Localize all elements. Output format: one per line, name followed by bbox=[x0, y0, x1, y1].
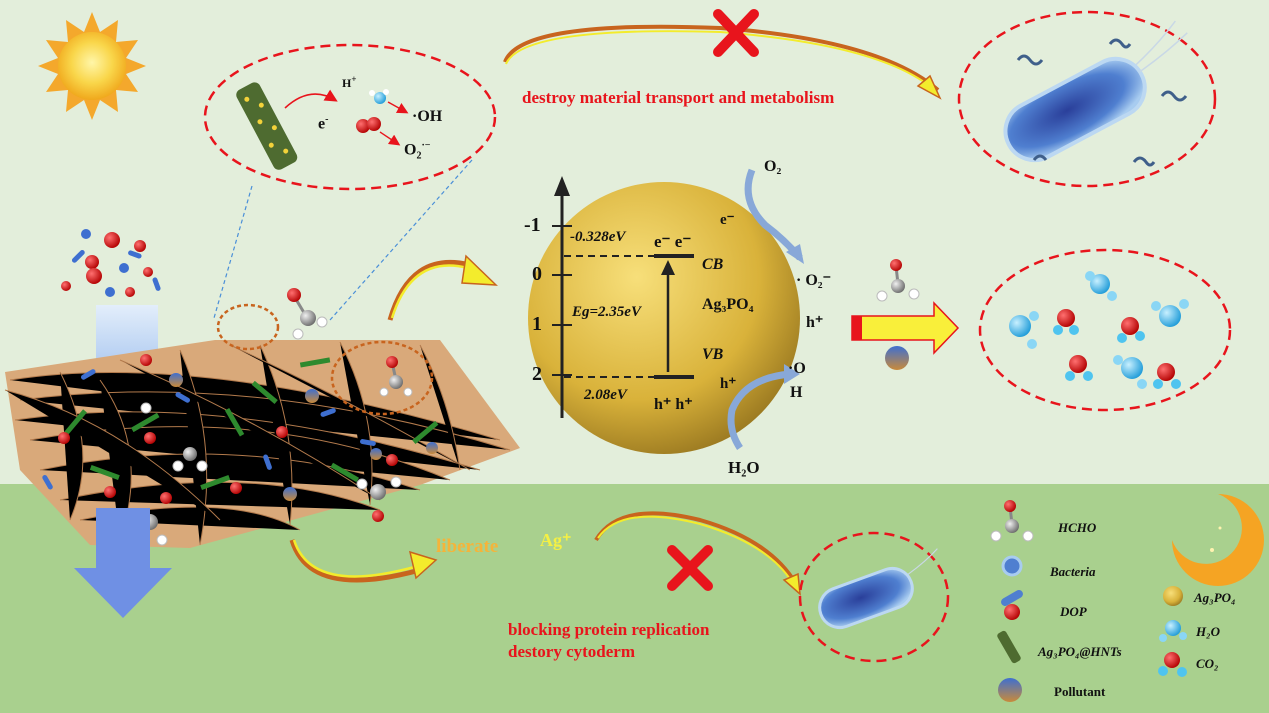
h2o-label: H₂O bbox=[728, 458, 760, 477]
legend-co2-label: CO₂ bbox=[1196, 656, 1219, 671]
legend-pollutant-icon bbox=[998, 678, 1022, 702]
legend-ag3po4-label: Ag₃PO₄ bbox=[1194, 590, 1236, 605]
vb-label: VB bbox=[702, 346, 724, 363]
ag3po4-sphere bbox=[528, 182, 800, 454]
blocking-label: blocking protein replication bbox=[508, 620, 710, 639]
axis-tick-1: 1 bbox=[532, 313, 542, 335]
hcho-molecule-1 bbox=[287, 288, 328, 340]
bandgap-label: Eg=2.35eV bbox=[572, 304, 641, 320]
liberate-label: liberate bbox=[436, 536, 499, 557]
superoxide-label: · O₂⁻ bbox=[796, 272, 832, 289]
pollutant-mid-icon bbox=[885, 346, 909, 370]
bacteria-small-icon bbox=[818, 548, 938, 630]
cross-top-icon bbox=[713, 9, 759, 57]
legend-hcho-label: HCHO bbox=[1058, 520, 1097, 535]
hcho-molecule-2 bbox=[379, 356, 413, 397]
zoom-ellipse bbox=[203, 43, 497, 191]
nanotube-icon bbox=[236, 82, 298, 170]
oh-bottom-label: H bbox=[790, 384, 803, 401]
legend-bacteria-label: Bacteria bbox=[1050, 564, 1096, 579]
products-cluster bbox=[1009, 271, 1189, 389]
e-side-label: e⁻ bbox=[720, 212, 735, 228]
h-side-label: h⁺ bbox=[806, 314, 824, 331]
legend-nanotube-icon bbox=[997, 630, 1021, 664]
hcho-molecule-5 bbox=[356, 476, 402, 522]
legend-bacteria-rod-icon bbox=[1001, 590, 1023, 606]
cb-label: CB bbox=[702, 256, 724, 273]
oh-radical-label: ·OH bbox=[412, 108, 443, 125]
legend-dop-icon bbox=[1004, 604, 1020, 620]
oh-top-label: ·O bbox=[788, 360, 806, 377]
holes-label: h⁺ h⁺ bbox=[654, 396, 693, 413]
o2-label: O₂ bbox=[764, 158, 782, 175]
hcho-molecule-mid bbox=[876, 259, 920, 302]
legend-dop-label: DOP bbox=[1060, 604, 1087, 619]
vb-energy-label: 2.08eV bbox=[584, 387, 627, 403]
h-lower-label: h⁺ bbox=[720, 376, 737, 392]
pollutant-cluster bbox=[61, 229, 161, 297]
axis-tick-2: 2 bbox=[532, 363, 542, 385]
hcho-molecule-3 bbox=[172, 447, 208, 472]
legend-ag3po4-icon bbox=[1163, 586, 1183, 606]
legend-co2-icon bbox=[1158, 652, 1187, 677]
ag-ion-label: Ag⁺ bbox=[540, 530, 572, 550]
axis-tick-0: 0 bbox=[532, 263, 542, 285]
legend-pollutant-label: Pollutant bbox=[1054, 684, 1106, 699]
cb-energy-label: -0.328eV bbox=[570, 229, 626, 245]
sun-icon bbox=[38, 12, 146, 120]
hplus-label: H+ bbox=[342, 74, 357, 90]
axis-tick-m1: -1 bbox=[524, 214, 541, 236]
fiber-membrane bbox=[4, 340, 520, 548]
cross-bottom-icon bbox=[667, 545, 713, 591]
legend-bacteria-icon bbox=[1001, 555, 1023, 577]
electrons-label: e⁻ e⁻ bbox=[654, 232, 692, 251]
protein-fragments bbox=[1016, 38, 1188, 167]
big-yellow-arrow bbox=[851, 301, 960, 355]
electron-label: e- bbox=[318, 114, 329, 133]
bacteria-large-icon bbox=[1003, 20, 1188, 163]
destory-label: destory cytoderm bbox=[508, 642, 635, 661]
destroy-label: destroy material transport and metabolis… bbox=[522, 88, 835, 107]
legend-nanotube-label: Ag₃PO₄@HNTs bbox=[1038, 644, 1122, 659]
legend-hcho-icon bbox=[990, 500, 1034, 542]
o2-radical-label: O2·− bbox=[404, 140, 431, 162]
moon-icon bbox=[1172, 494, 1264, 586]
legend-h2o-label: H₂O bbox=[1196, 624, 1221, 639]
material-label: Ag₃PO₄ bbox=[702, 296, 754, 313]
legend-h2o-icon bbox=[1159, 620, 1187, 642]
